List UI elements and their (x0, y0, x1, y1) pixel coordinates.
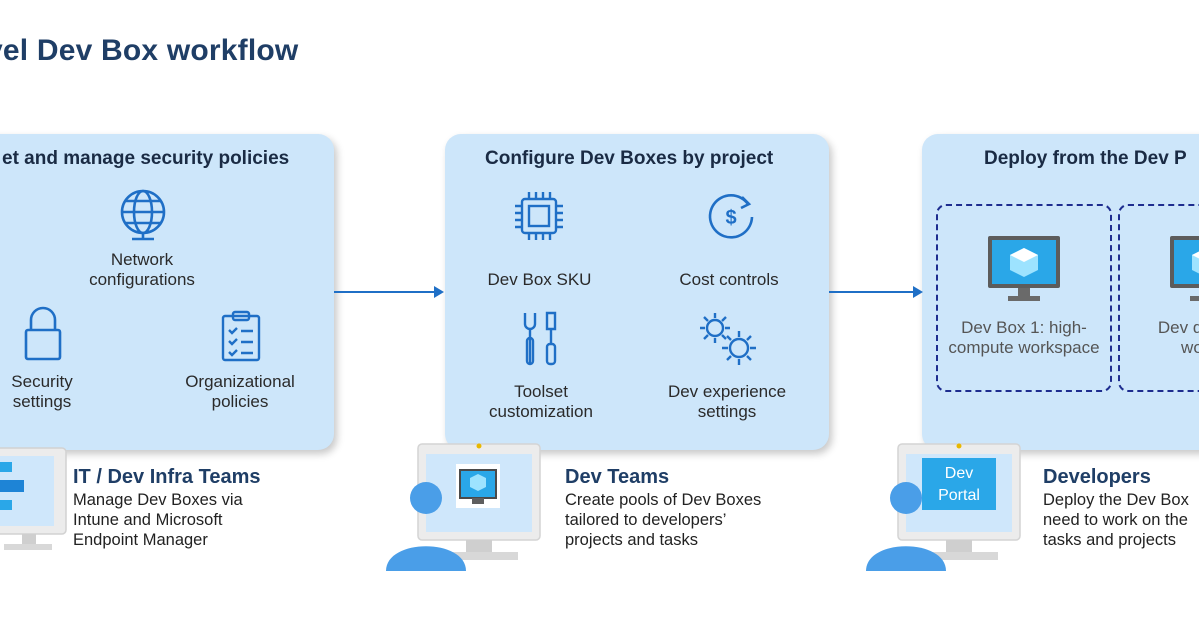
dollar-refresh-icon: $ (708, 194, 754, 239)
actor-desc-line-3: Endpoint Manager (73, 531, 208, 549)
dev-portal-text: Dev (945, 465, 973, 482)
monitor-cube-icon (1170, 236, 1199, 301)
flow-arrow-2 (829, 286, 923, 298)
organizational-policies-label: Organizational policies (185, 372, 295, 411)
actor-desc-line-1: Manage Dev Boxes via (73, 491, 243, 509)
actor-name-dev-teams: Dev Teams (565, 466, 670, 488)
dev-box-sku-label: Dev Box SKU (487, 270, 592, 289)
cost-controls-label: Cost controls (679, 270, 779, 289)
globe-network-icon (120, 189, 166, 241)
devbox-1-label: Dev Box 1: high-compute workspace (948, 318, 1100, 357)
monitor-cube-icon (988, 236, 1060, 301)
toolset-customization-label: Toolset customization (489, 382, 593, 421)
tools-icon (523, 311, 557, 366)
page-title: vel Dev Box workflow (0, 34, 299, 67)
devbox-2-label: Dev data e work (1157, 318, 1199, 357)
dev-teams-illustration (386, 443, 541, 571)
panel-security-policies: et and manage security policies Network … (0, 134, 334, 450)
flow-arrow-1 (334, 286, 444, 298)
devbox-card-2[interactable]: Dev data e work (1118, 204, 1199, 392)
lock-icon (24, 306, 62, 361)
panel-title: Deploy from the Dev P (984, 148, 1187, 169)
security-settings-label: Security settings (11, 372, 73, 411)
actor-desc-line-3: tasks and projects (1043, 531, 1176, 549)
actor-desc-line-2: tailored to developers’ (565, 511, 727, 529)
panel-configure-dev-boxes: Configure Dev Boxes by project Dev Box S… (445, 134, 829, 450)
dev-experience-settings-label: Dev experience settings (667, 382, 787, 421)
gears-icon (700, 313, 756, 365)
dev-portal-text-2: Portal (938, 487, 980, 504)
panel-title: Configure Dev Boxes by project (485, 148, 774, 169)
network-configurations-label: Network configurations (89, 250, 195, 289)
actor-desc-line-3: projects and tasks (565, 531, 698, 549)
actor-desc-line-2: need to work on the (1043, 511, 1188, 529)
panel-title: et and manage security policies (2, 148, 290, 169)
it-teams-monitor-illustration (0, 447, 67, 550)
svg-text:$: $ (725, 207, 736, 229)
actor-name-developers: Developers (1043, 466, 1151, 488)
actor-name-it-teams: IT / Dev Infra Teams (73, 466, 261, 488)
chip-icon (515, 192, 563, 240)
developers-illustration: Dev Portal (866, 443, 1021, 571)
actor-desc-line-1: Create pools of Dev Boxes (565, 491, 762, 509)
clipboard-checklist-icon (221, 310, 261, 362)
devbox-card-1[interactable]: Dev Box 1: high-compute workspace (936, 204, 1112, 392)
actor-desc-line-1: Deploy the Dev Box (1043, 491, 1189, 509)
actor-desc-line-2: Intune and Microsoft (73, 511, 223, 529)
panel-deploy-dev-portal: Deploy from the Dev P Dev Box 1: high-co… (922, 134, 1199, 450)
